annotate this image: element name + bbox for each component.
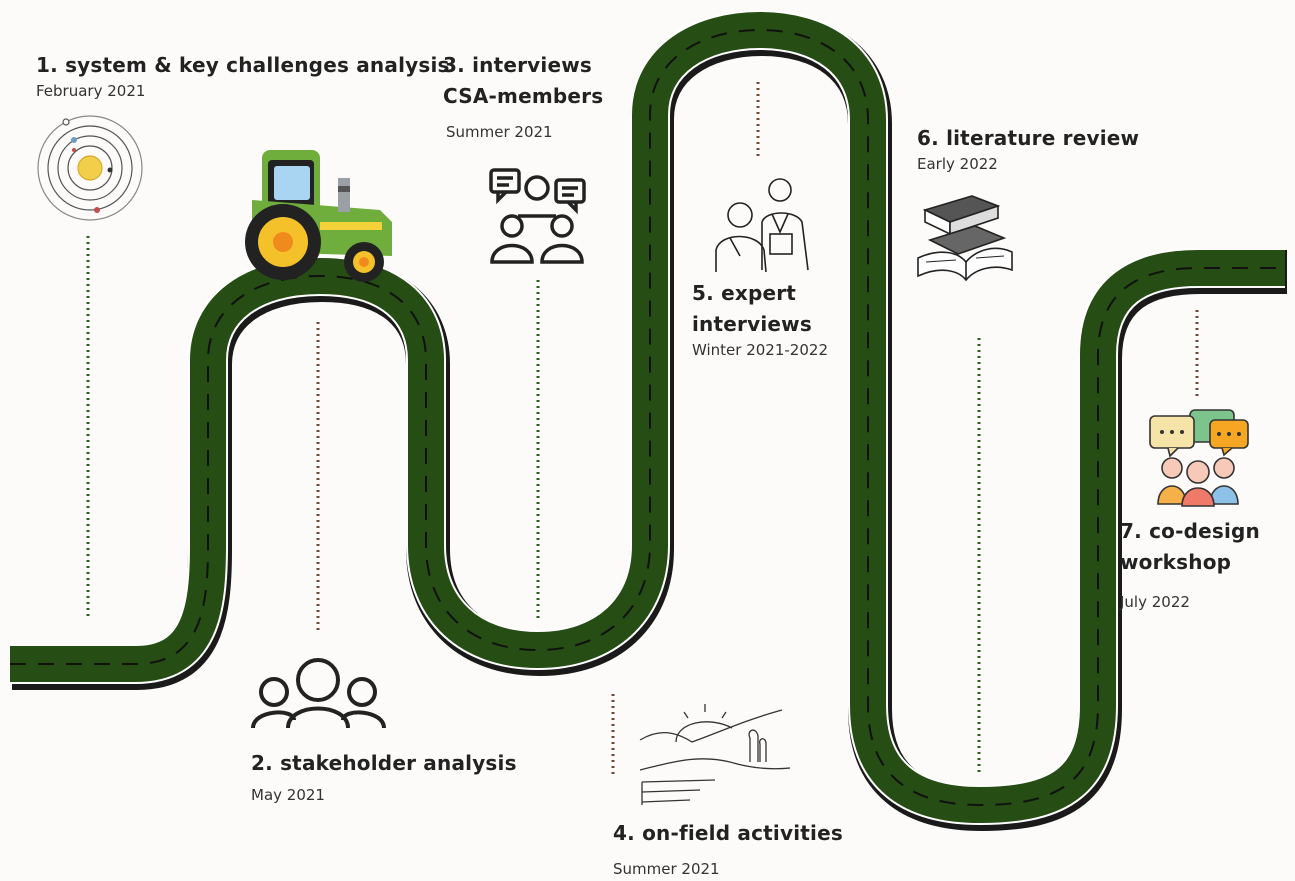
milestone-1: 1. system & key challenges analysis Febr… <box>36 50 456 101</box>
milestone-4: 4. on-field activities Summer 2021 <box>613 818 913 879</box>
milestone-2-title: 2. stakeholder analysis <box>251 751 517 775</box>
road-centerline <box>10 28 1285 807</box>
landscape-icon <box>639 704 791 805</box>
milestone-7-date: July 2022 <box>1120 593 1190 611</box>
chat-group-icon <box>1149 409 1249 507</box>
milestone-2-date: May 2021 <box>251 786 325 804</box>
milestone-4-date: Summer 2021 <box>613 860 720 878</box>
milestone-6: 6. literature review Early 2022 <box>917 123 1217 174</box>
milestone-3-date: Summer 2021 <box>446 123 553 141</box>
people-group-icon <box>251 658 386 729</box>
milestone-6-title: 6. literature review <box>917 126 1140 150</box>
milestone-5-date: Winter 2021-2022 <box>692 341 828 359</box>
milestone-2: 2. stakeholder analysis May 2021 <box>251 748 571 805</box>
milestone-5-title: 5. expert interviews <box>692 281 812 336</box>
connector-lines <box>86 82 1199 778</box>
books-icon <box>917 195 1013 282</box>
milestone-4-title: 4. on-field activities <box>613 821 843 845</box>
milestone-6-date: Early 2022 <box>917 155 998 173</box>
milestone-7: 7. co-design workshop July 2022 <box>1120 516 1280 612</box>
milestone-1-date: February 2021 <box>36 82 146 100</box>
winding-road <box>10 10 1287 831</box>
milestone-5: 5. expert interviews Winter 2021-2022 <box>692 278 862 360</box>
conversation-icon <box>489 168 586 264</box>
tractor-icon <box>245 150 392 282</box>
interview-icon <box>715 178 809 273</box>
milestone-3: 3. interviews CSA-members Summer 2021 <box>443 50 653 142</box>
milestone-3-title: 3. interviews CSA-members <box>443 53 604 108</box>
milestone-7-title: 7. co-design workshop <box>1120 519 1260 574</box>
milestone-1-title: 1. system & key challenges analysis <box>36 53 450 77</box>
solar-system-icon <box>37 115 143 221</box>
